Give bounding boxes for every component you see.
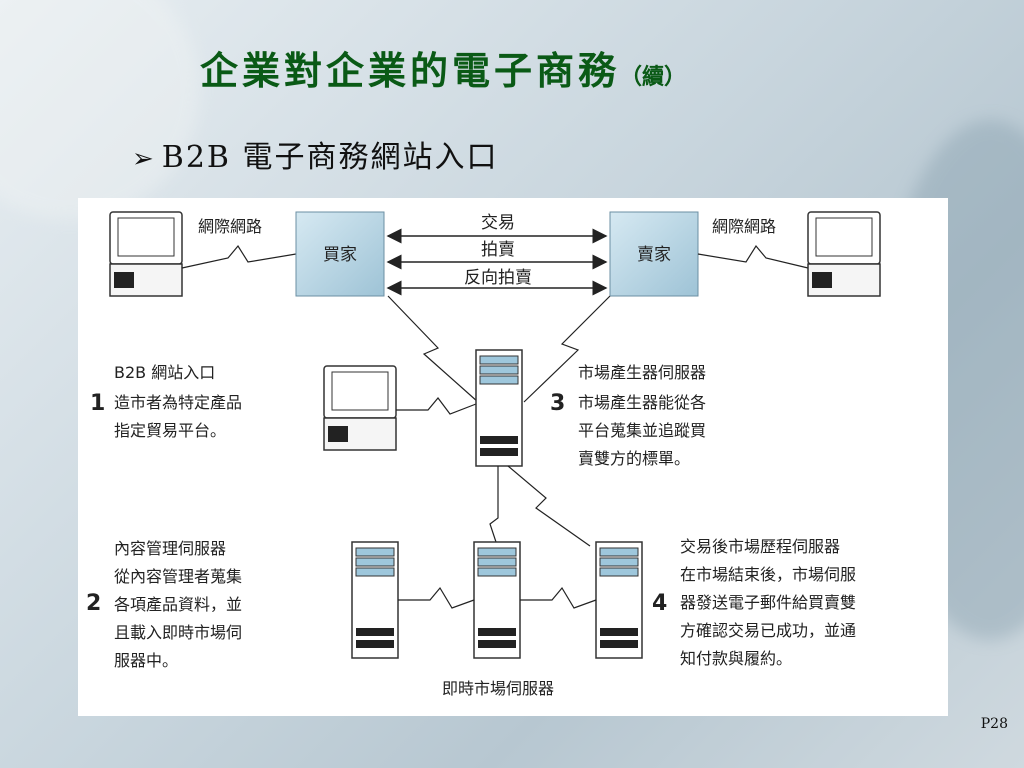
bullet-text: B2B 電子商務網站入口 — [161, 140, 499, 175]
item3-line2: 市場產生器能從各 — [578, 393, 706, 412]
left-network-line — [181, 244, 297, 269]
portal-computer-icon — [323, 365, 397, 451]
item1-line1: B2B 網站入口 — [114, 363, 215, 382]
buyer-box — [295, 211, 385, 297]
right-network-line — [697, 244, 809, 269]
bullet-arrow-icon: ➢ — [132, 144, 156, 174]
title-main: 企業對企業的電子商務 — [200, 48, 621, 93]
item3-line3: 平台蒐集並追蹤買 — [578, 421, 706, 440]
server-to-realtime-line — [489, 466, 499, 543]
realtime-server-label: 即時市場伺服器 — [442, 679, 554, 698]
background-shape — [0, 0, 200, 220]
arrow-label-auction: 拍賣 — [481, 240, 515, 260]
item4-line2: 在市場結束後，市場伺服 — [680, 565, 856, 584]
item2-line4: 且載入即時市場伺 — [114, 623, 242, 642]
server-to-post-trade-line — [507, 465, 591, 547]
portal-to-server-line — [396, 397, 477, 415]
left-network-label: 網際網路 — [198, 217, 262, 236]
item4-number: 4 — [652, 591, 667, 616]
item4-line1: 交易後市場歷程伺服器 — [680, 537, 840, 556]
b2b-diagram: 網際網路 買家 交易 拍賣 反向拍賣 賣家 網際網路 — [86, 211, 881, 698]
right-network-label: 網際網路 — [712, 217, 776, 236]
item4-line5: 知付款與履約。 — [680, 649, 792, 668]
item2-line2: 從內容管理者蒐集 — [114, 567, 242, 586]
arrow-label-reverse-auction: 反向拍賣 — [464, 268, 532, 288]
seller-label: 賣家 — [637, 245, 671, 265]
item3-line1: 市場產生器伺服器 — [578, 363, 706, 382]
title-suffix: （續） — [620, 64, 687, 90]
bullet-line: ➢B2B 電子商務網站入口 — [132, 132, 499, 176]
content-to-realtime-line — [398, 586, 475, 609]
item1-line2: 造市者為特定產品 — [114, 393, 242, 412]
item2-line1: 內容管理伺服器 — [114, 539, 226, 558]
item2-line5: 服器中。 — [114, 651, 178, 670]
page-number: P28 — [980, 716, 1008, 732]
item4-line4: 方確認交易已成功，並通 — [680, 621, 856, 640]
diagram-panel: 網際網路 買家 交易 拍賣 反向拍賣 賣家 網際網路 — [78, 198, 948, 716]
item3-number: 3 — [550, 391, 565, 416]
buyer-label: 買家 — [323, 245, 357, 265]
seller-box — [609, 211, 699, 297]
item3-line4: 賣雙方的標單。 — [578, 449, 690, 468]
realtime-server-icon — [473, 541, 521, 659]
arrow-label-trade: 交易 — [481, 213, 515, 233]
item2-line3: 各項產品資料，並 — [114, 595, 242, 614]
post-trade-server-icon — [595, 541, 643, 659]
seller-to-server-line — [523, 295, 611, 403]
market-maker-server-icon — [475, 349, 523, 467]
realtime-to-post-trade-line — [520, 586, 597, 609]
item1-number: 1 — [90, 391, 105, 416]
item4-line3: 器發送電子郵件給買賣雙 — [680, 593, 856, 612]
item2-number: 2 — [86, 591, 101, 616]
buyer-to-server-line — [387, 295, 479, 403]
item1-line3: 指定貿易平台。 — [114, 421, 226, 440]
seller-computer-icon — [807, 211, 881, 297]
buyer-computer-icon — [109, 211, 183, 297]
content-server-icon — [351, 541, 399, 659]
slide-title: 企業對企業的電子商務（續） — [200, 40, 900, 95]
